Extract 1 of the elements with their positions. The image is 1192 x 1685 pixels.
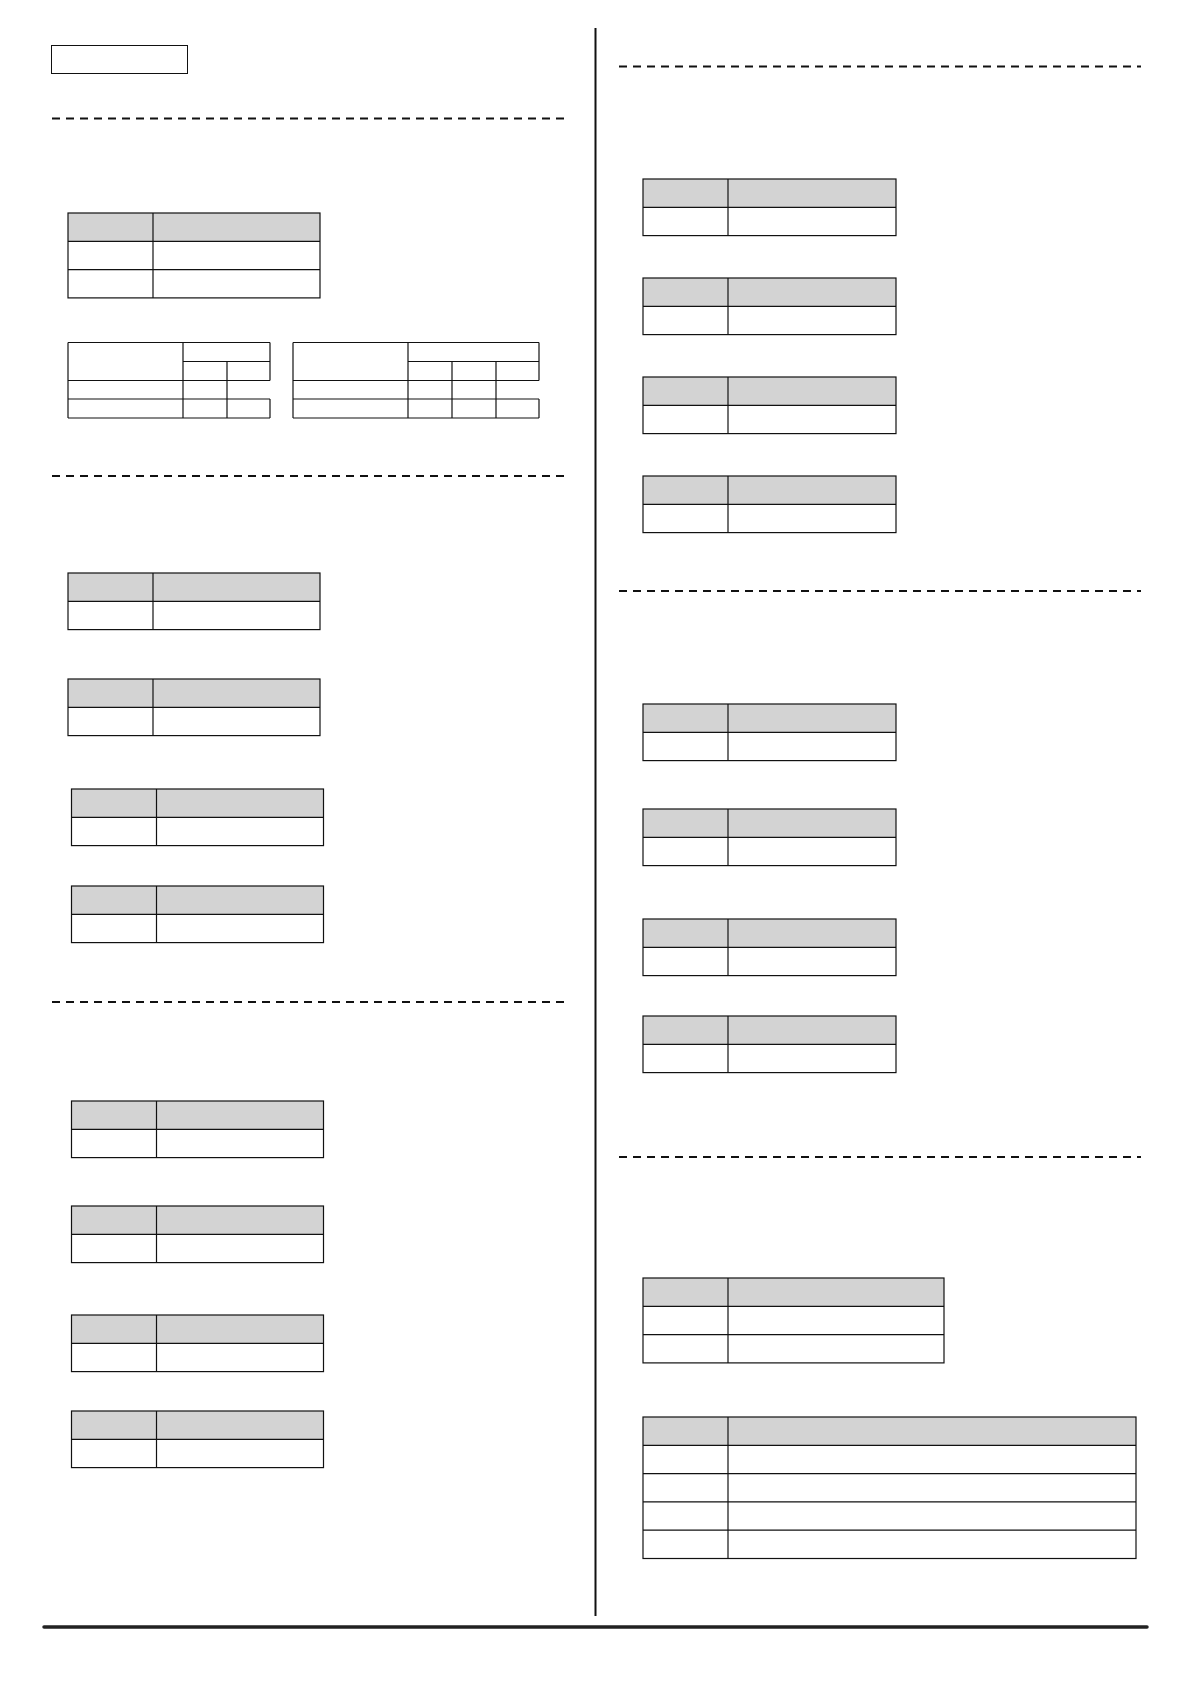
box-node: [51, 45, 188, 74]
